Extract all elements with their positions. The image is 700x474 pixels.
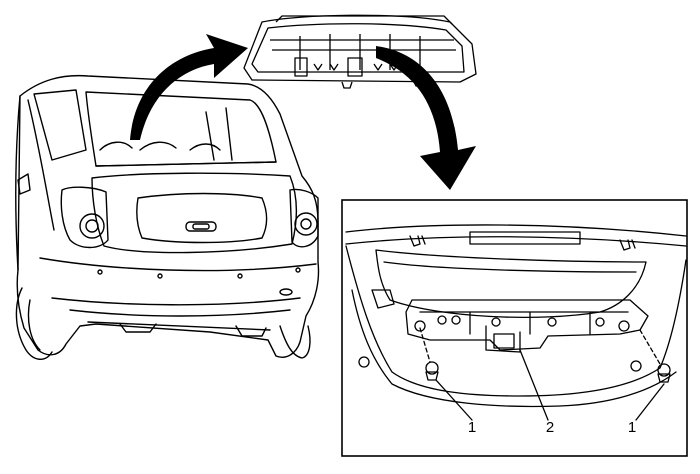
callout-label-bracket: 2 [546,419,554,436]
installation-arrow [376,46,476,190]
detail-inset: 1 2 1 [341,199,688,457]
removal-arrow [130,34,248,140]
callout-label-right-bolt: 1 [628,419,636,436]
callout-label-left-bolt: 1 [468,419,476,436]
car-rear-view [15,74,320,360]
trim-panel-part [243,14,477,89]
